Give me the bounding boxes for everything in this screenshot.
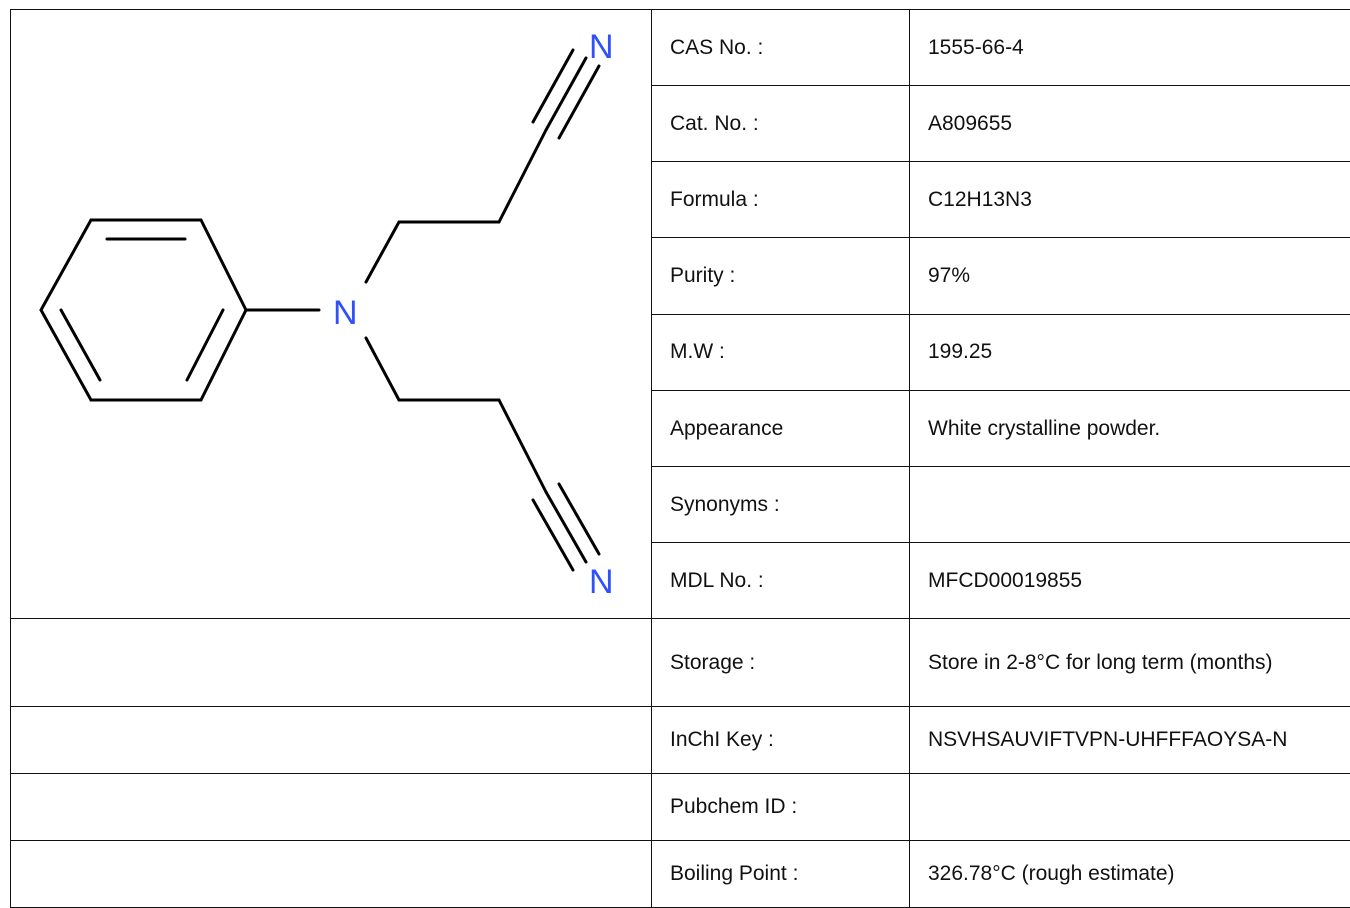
row-label: Cat. No. : [652, 86, 910, 162]
empty-cell [11, 707, 652, 774]
ring-bond [201, 310, 246, 400]
row-value: 97% [910, 238, 1350, 314]
row-value: C12H13N3 [910, 162, 1350, 238]
row-value [910, 774, 1350, 841]
atom-label-amine: N [333, 294, 358, 332]
row-label: Appearance [652, 390, 910, 466]
table-row: Storage : Store in 2-8°C for long term (… [11, 619, 1350, 707]
ring-bond [201, 220, 246, 310]
triple-bond-side [533, 50, 573, 122]
ring-inner-bond [61, 310, 100, 380]
row-label: Synonyms : [652, 466, 910, 542]
table-row: InChI Key : NSVHSAUVIFTVPN-UHFFFAOYSA-N [11, 707, 1350, 774]
ch2-c-bond [499, 400, 546, 492]
empty-cell [11, 774, 652, 841]
triple-bond-side [533, 500, 573, 570]
atom-label-nitrile-top: N [589, 28, 614, 66]
n-ch2-bond [366, 222, 399, 282]
ring-bond [41, 220, 91, 310]
row-value: 326.78°C (rough estimate) [910, 841, 1350, 908]
table-row: Boiling Point : 326.78°C (rough estimate… [11, 841, 1350, 908]
row-value [910, 466, 1350, 542]
row-value: MFCD00019855 [910, 542, 1350, 618]
row-label: MDL No. : [652, 542, 910, 618]
product-spec-table: N N N CAS No. : 1555-66-4 Cat. No. : A80… [10, 9, 1350, 908]
row-label: Pubchem ID : [652, 774, 910, 841]
row-label: Purity : [652, 238, 910, 314]
ring-bond [41, 310, 91, 400]
ch2-c-bond [499, 130, 546, 222]
row-value: 1555-66-4 [910, 10, 1350, 86]
atom-label-nitrile-bottom: N [589, 563, 614, 601]
bonds [41, 50, 599, 570]
row-label: Storage : [652, 619, 910, 707]
triple-bond-side [559, 484, 599, 554]
table-row: N N N CAS No. : 1555-66-4 [11, 10, 1350, 86]
row-label: Boiling Point : [652, 841, 910, 908]
row-label: InChI Key : [652, 707, 910, 774]
row-label: CAS No. : [652, 10, 910, 86]
triple-bond-side [559, 66, 599, 138]
triple-bond-center [546, 492, 586, 562]
row-label: Formula : [652, 162, 910, 238]
row-value: Store in 2-8°C for long term (months) [910, 619, 1350, 707]
row-value: A809655 [910, 86, 1350, 162]
table-row: Pubchem ID : [11, 774, 1350, 841]
empty-cell [11, 619, 652, 707]
row-value: 199.25 [910, 314, 1350, 390]
n-ch2-bond [366, 338, 399, 400]
structure-cell: N N N [11, 10, 652, 619]
empty-cell [11, 841, 652, 908]
row-value: NSVHSAUVIFTVPN-UHFFFAOYSA-N [910, 707, 1350, 774]
row-label: M.W : [652, 314, 910, 390]
triple-bond-center [546, 58, 586, 130]
chemical-structure-diagram: N N N [11, 10, 652, 618]
row-value: White crystalline powder. [910, 390, 1350, 466]
